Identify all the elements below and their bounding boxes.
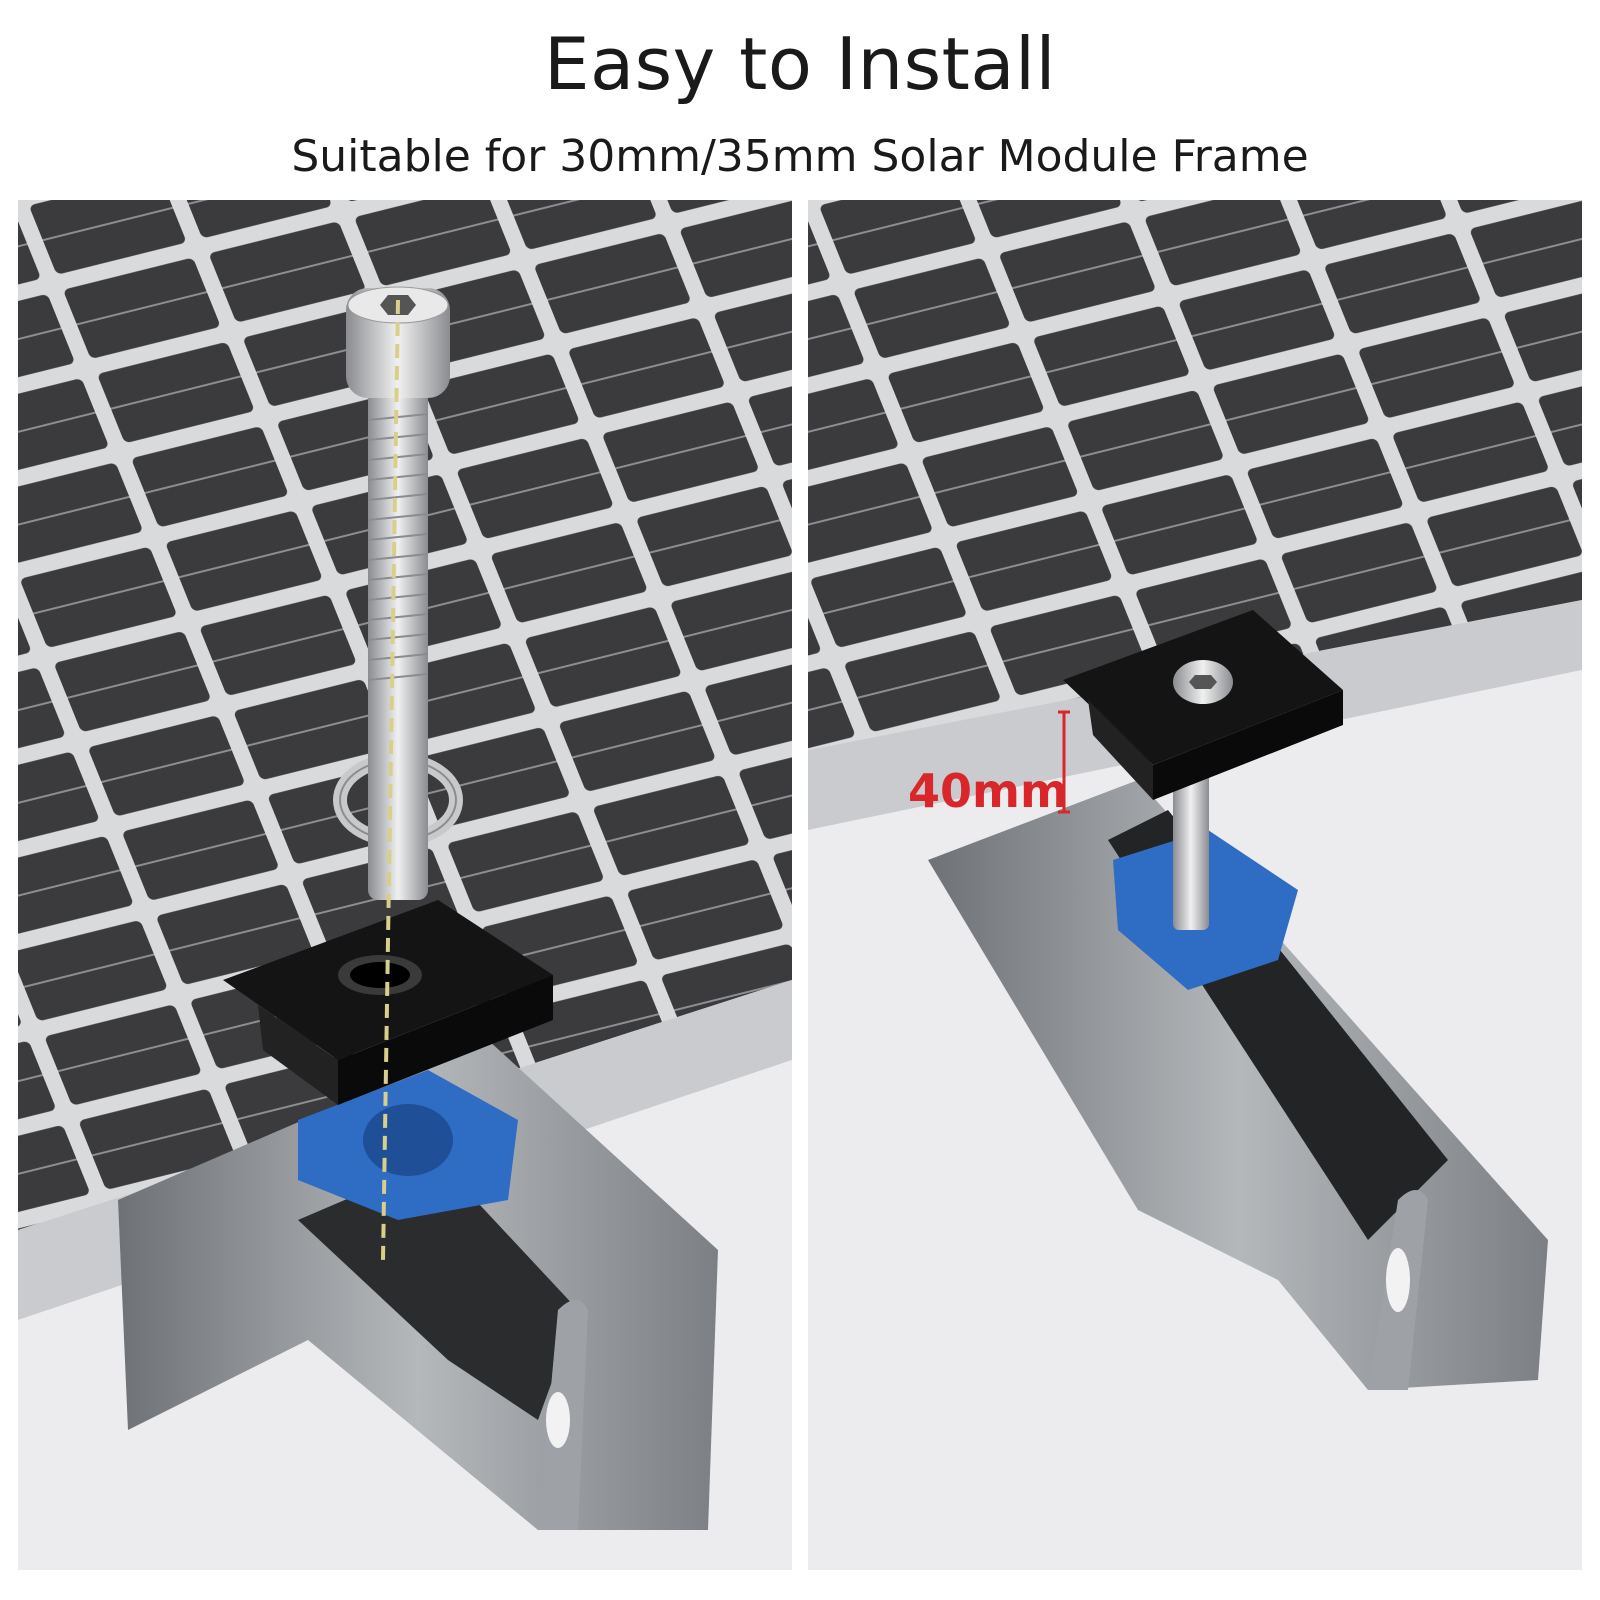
frame-height-label: 40mm — [908, 764, 1068, 818]
bolt-shaft — [1173, 760, 1209, 930]
mid-clamp — [1063, 610, 1343, 800]
measurement-bracket — [1058, 710, 1070, 814]
alignment-guide-line — [381, 299, 400, 1261]
page-title: Easy to Install — [543, 22, 1057, 106]
installed-view-illustration — [808, 200, 1582, 1570]
mid-clamp — [223, 900, 553, 1105]
strut-channel — [118, 1040, 718, 1530]
installed-view-photo: 40mm — [808, 200, 1582, 1570]
page-subtitle: Suitable for 30mm/35mm Solar Module Fram… — [291, 131, 1309, 182]
exploded-view-photo — [18, 200, 792, 1570]
solar-panel — [808, 200, 1582, 750]
exploded-view-illustration — [18, 200, 792, 1570]
